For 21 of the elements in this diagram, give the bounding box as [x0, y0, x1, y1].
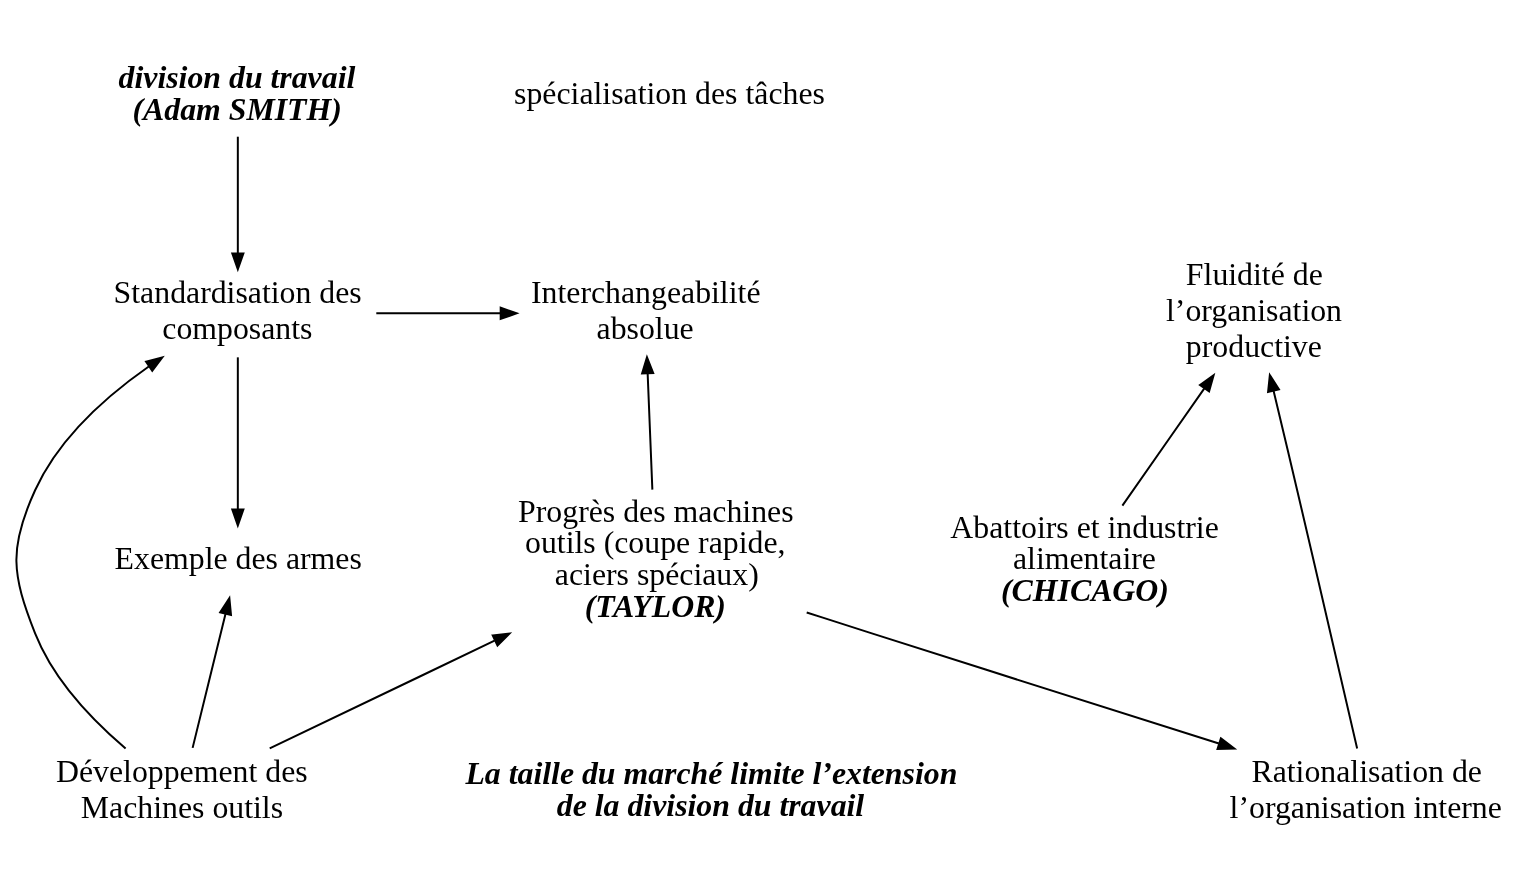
arrow — [230, 135, 245, 272]
arrow — [15, 355, 165, 749]
label: spécialisation des tâches — [514, 75, 825, 111]
node-text: Fluidité de l’organisation productive — [1165, 256, 1343, 364]
arrow — [640, 353, 655, 491]
arrow — [805, 611, 1238, 750]
label: La taille du marché limite l’extension de la division du travail — [465, 755, 958, 823]
arrow — [191, 594, 233, 749]
arrow — [268, 631, 513, 749]
node-text: division du travail (Adam SMITH) — [118, 59, 356, 127]
node-text: Développement des Machines outils — [55, 753, 308, 825]
node-text: Rationalisation de l’organisation interne — [1229, 753, 1502, 825]
node-text: Standardisation des composants — [113, 274, 362, 346]
arrow — [230, 355, 245, 528]
node-text: Progrès des machines outils (coupe rapide, aciers spéciaux) (TAYLOR) — [518, 493, 794, 624]
arrow — [1121, 372, 1216, 507]
node-text: Abattoirs et industrie alimentaire (CHICAGO) — [950, 509, 1219, 608]
arrow — [375, 305, 520, 320]
arrow — [1266, 371, 1359, 750]
node-text: Interchangeabilité absolue — [530, 274, 761, 346]
node-text: Exemple des armes — [114, 540, 362, 576]
